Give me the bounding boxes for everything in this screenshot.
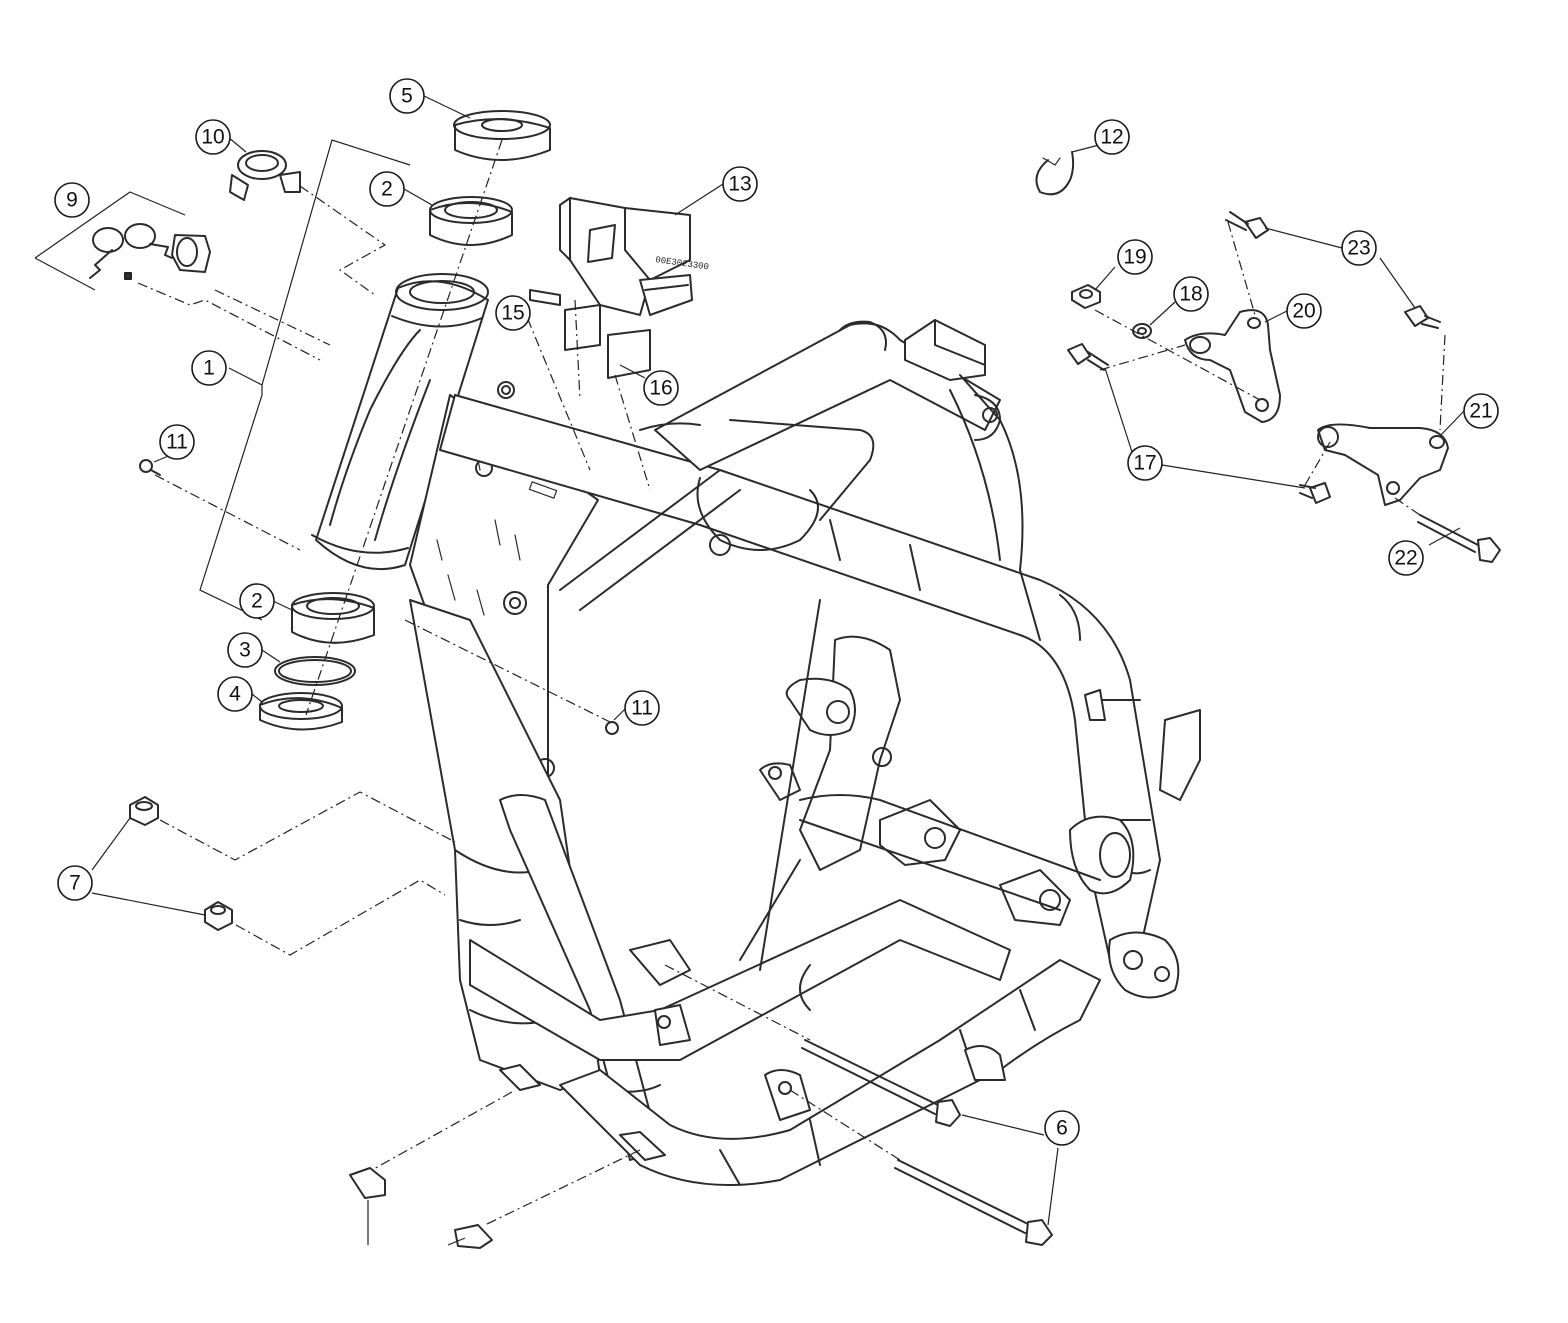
svg-text:13: 13 <box>728 173 751 196</box>
svg-text:12: 12 <box>1100 126 1123 149</box>
callout-16: 16 <box>643 370 679 406</box>
svg-text:11: 11 <box>631 697 653 720</box>
svg-text:9: 9 <box>66 189 78 212</box>
part-15-bracket <box>529 289 601 351</box>
part-20-footrest-bracket <box>1184 309 1281 423</box>
svg-text:2: 2 <box>381 178 393 201</box>
callout-5: 5 <box>389 78 425 114</box>
main-frame <box>311 273 1201 1186</box>
svg-text:1: 1 <box>203 357 215 380</box>
part-2-upper-bearing <box>429 196 513 246</box>
svg-text:17: 17 <box>1133 452 1156 475</box>
rear-upright-left <box>799 635 901 871</box>
part-16-mounting-plate <box>607 329 651 379</box>
part-18-washer <box>1132 323 1152 339</box>
svg-text:23: 23 <box>1347 237 1370 260</box>
part-22-long-bolt <box>1417 514 1501 563</box>
svg-text:22: 22 <box>1394 547 1417 570</box>
part-12-cable-tie <box>1035 151 1075 196</box>
svg-text:6: 6 <box>1056 1117 1068 1140</box>
svg-text:2: 2 <box>251 590 263 613</box>
part-7-nut-upper <box>129 796 159 826</box>
svg-text:15: 15 <box>501 302 524 325</box>
bottom-clip-left <box>349 1064 666 1249</box>
part-5-dust-seal <box>453 110 551 161</box>
svg-text:4: 4 <box>229 683 241 706</box>
part-19-nut <box>1071 284 1101 309</box>
callout-11-upper: 11 <box>159 424 195 460</box>
callout-1: 1 <box>191 350 227 386</box>
svg-text:10: 10 <box>201 126 224 149</box>
callout-2-upper: 2 <box>369 171 405 207</box>
part-6-bolt-lower <box>894 1159 1053 1246</box>
callout-3: 3 <box>227 632 263 668</box>
callout-11-lower: 11 <box>624 690 660 726</box>
callout-2-lower: 2 <box>239 583 275 619</box>
callout-17: 17 <box>1127 445 1163 481</box>
part-13-electrical-unit <box>559 197 693 316</box>
callout-23: 23 <box>1341 230 1377 266</box>
part-7-nut-lower <box>204 901 233 931</box>
svg-text:3: 3 <box>239 639 251 662</box>
steering-head-tube <box>311 273 489 571</box>
callout-6: 6 <box>1044 1110 1080 1146</box>
callout-22: 22 <box>1388 540 1424 576</box>
callout-10: 10 <box>195 119 231 155</box>
callout-4: 4 <box>217 676 253 712</box>
part-9-key-lock-set <box>89 223 211 280</box>
callout-13: 13 <box>722 166 758 202</box>
part-17-bolt-left <box>1067 343 1109 371</box>
part-3-o-ring <box>274 656 356 686</box>
callout-19: 19 <box>1117 239 1153 275</box>
callout-15: 15 <box>495 295 531 331</box>
callout-9: 9 <box>54 182 90 218</box>
part-11-screw-upper <box>139 459 161 476</box>
svg-text:19: 19 <box>1123 246 1146 269</box>
svg-text:20: 20 <box>1292 300 1315 323</box>
callout-21: 21 <box>1463 393 1499 429</box>
svg-text:11: 11 <box>166 431 188 454</box>
svg-text:5: 5 <box>401 85 413 108</box>
part-23-bolt-upper <box>1225 211 1269 239</box>
svg-text:18: 18 <box>1179 283 1202 306</box>
part-23-bolt-lower <box>1404 305 1441 329</box>
part-21-footrest-bracket <box>1317 423 1449 506</box>
part-11-screw-lower <box>605 721 619 735</box>
callout-20: 20 <box>1286 293 1322 329</box>
leader-lines <box>34 95 1465 1246</box>
part-17-bolt-right <box>1299 482 1331 504</box>
svg-text:21: 21 <box>1469 400 1492 423</box>
middle-cross-member <box>469 899 1011 1061</box>
part-2-lower-bearing <box>291 592 375 644</box>
part-6-bolt-upper <box>801 1039 961 1127</box>
part-10-clamp <box>229 150 301 201</box>
callout-18: 18 <box>1173 276 1209 312</box>
front-down-tube <box>409 599 601 1091</box>
part-4-lower-seal <box>259 692 343 731</box>
svg-text:16: 16 <box>649 377 672 400</box>
callout-12: 12 <box>1094 119 1130 155</box>
callout-7: 7 <box>57 865 93 901</box>
svg-text:7: 7 <box>69 872 81 895</box>
